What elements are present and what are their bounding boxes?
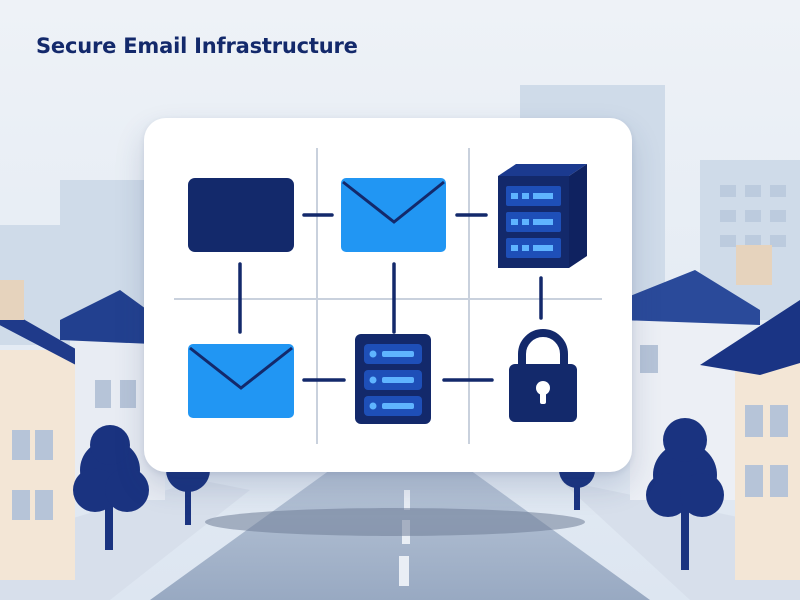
tree-right: [646, 418, 724, 570]
page-title: Secure Email Infrastructure: [36, 34, 358, 58]
distant-windows: [720, 185, 786, 247]
envelope-icon: [188, 344, 294, 418]
server-rack-icon: [355, 334, 431, 424]
left-house: [0, 280, 95, 580]
envelope-icon: [341, 178, 446, 252]
inbox-rectangle-icon: [188, 178, 294, 252]
server-rack-icon: [498, 164, 587, 268]
right-house-front: [700, 300, 800, 580]
connector-lines: [238, 213, 543, 382]
diagram-card: [144, 118, 632, 472]
chimney: [736, 245, 772, 285]
grid-lines: [174, 148, 602, 444]
tree-left: [73, 425, 149, 550]
padlock-icon: [509, 329, 577, 422]
card-ground-shadow: [205, 508, 585, 536]
